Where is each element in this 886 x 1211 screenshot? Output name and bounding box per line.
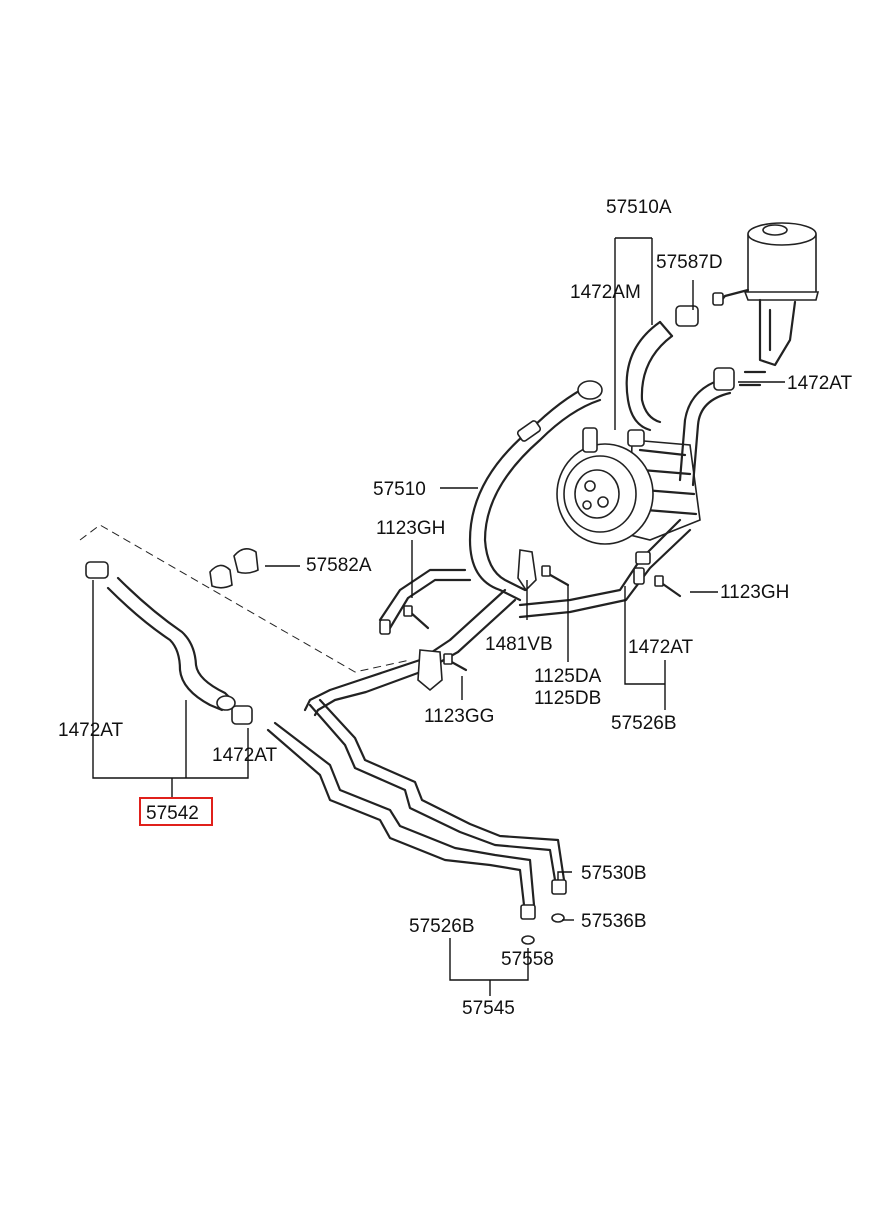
pressure-tube[interactable] xyxy=(303,518,692,717)
label-57530B: 57530B xyxy=(581,863,647,884)
label-57510: 57510 xyxy=(373,479,426,500)
label-57510A: 57510A xyxy=(606,197,672,218)
label-1472AT-left: 1472AT xyxy=(58,720,124,741)
label-57558: 57558 xyxy=(501,949,554,970)
label-1125DB: 1125DB xyxy=(534,688,601,709)
label-1472AT-mid: 1472AT xyxy=(628,637,694,658)
bracket-1481VB[interactable] xyxy=(517,549,537,592)
label-57526B-bottom: 57526B xyxy=(409,916,475,937)
label-1123GH-left: 1123GH xyxy=(376,518,445,539)
label-57587D: 57587D xyxy=(656,252,723,273)
reservoir-tank[interactable] xyxy=(712,222,820,367)
leader-lines xyxy=(92,237,785,996)
label-1125DA: 1125DA xyxy=(534,666,602,687)
label-57526B-top: 57526B xyxy=(611,713,677,734)
bolt-1123GH-right[interactable] xyxy=(654,575,682,598)
bolt-1123GH-left[interactable] xyxy=(403,605,430,630)
label-57542[interactable]: 57542 xyxy=(146,803,199,824)
clamp-57582A[interactable] xyxy=(209,548,259,589)
label-57582A: 57582A xyxy=(306,555,372,576)
highlight-box xyxy=(139,797,213,826)
pressure-hose-57510[interactable] xyxy=(468,380,603,602)
clamp-1472AT-mid[interactable] xyxy=(633,551,651,585)
label-57536B: 57536B xyxy=(581,911,647,932)
label-57545: 57545 xyxy=(462,998,515,1019)
bolt-1125DA[interactable] xyxy=(541,565,570,587)
label-1472AT-top: 1472AT xyxy=(787,373,853,394)
suction-hose-57510A[interactable] xyxy=(625,305,735,487)
label-1123GG: 1123GG xyxy=(424,706,494,727)
clamp-1472AT-top[interactable] xyxy=(738,370,767,387)
dashed-reference-line xyxy=(79,524,411,673)
power-steering-pump[interactable] xyxy=(556,427,701,545)
bracket-1123GG[interactable] xyxy=(417,649,468,692)
label-1472AT-clamp: 1472AT xyxy=(212,745,278,766)
highlighted-part-57542[interactable]: 57542 xyxy=(139,797,213,826)
label-1123GH-right: 1123GH xyxy=(720,582,789,603)
label-1472AM: 1472AM xyxy=(570,282,641,303)
label-1481VB: 1481VB xyxy=(485,634,553,655)
return-tube-57545[interactable] xyxy=(266,698,567,945)
return-hose-57542[interactable] xyxy=(85,561,253,725)
